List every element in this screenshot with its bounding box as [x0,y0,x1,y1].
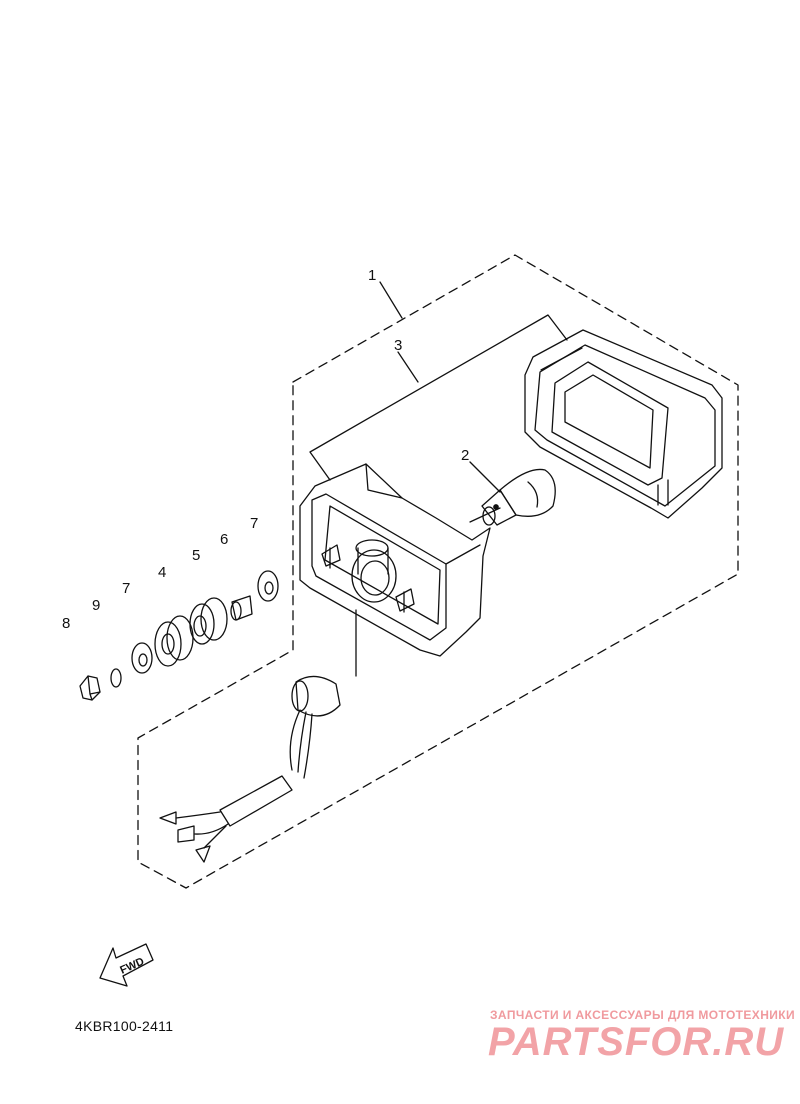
tail-light-lens [524,329,723,519]
callout-9: 9 [92,597,100,614]
callout-5: 5 [192,547,200,564]
callout-7-right: 7 [250,515,258,532]
bulb [481,468,556,526]
nut-8 [79,675,101,701]
callout-8: 8 [62,615,70,632]
assembly-boundary [137,254,739,889]
grommet-5 [189,597,228,645]
collar-6 [230,595,253,621]
fwd-arrow [99,943,154,987]
rubber-4 [154,615,194,667]
watermark-brand: PARTSFOR.RU [488,1020,785,1064]
lens-bracket [309,314,568,481]
leader-1 [379,281,403,319]
callout-6: 6 [220,531,228,548]
fwd-label: FWD [118,956,146,977]
washer-7-right [257,570,279,602]
washer-7-left [131,642,153,674]
leader-2 [469,461,501,493]
tail-light-housing [299,463,491,657]
leader-3 [397,351,419,383]
callout-2: 2 [461,447,469,464]
watermark-tagline: ЗАПЧАСТИ И АКСЕССУАРЫ ДЛЯ МОТОТЕХНИКИ [490,1008,796,1022]
bulb-leader [469,507,501,523]
socket-cord [159,675,341,863]
spring-washer-9 [110,668,122,688]
callout-1: 1 [368,267,376,284]
callout-7-left: 7 [122,580,130,597]
callout-4: 4 [158,564,166,581]
part-code: 4KBR100-2411 [75,1018,174,1034]
callout-3: 3 [394,337,402,354]
